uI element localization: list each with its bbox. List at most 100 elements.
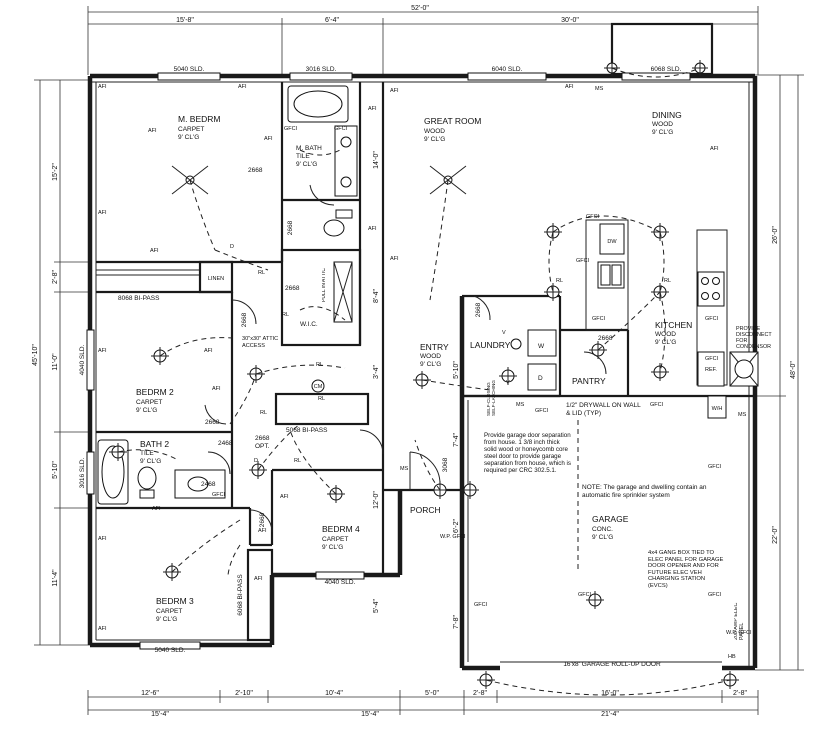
label-door-2668-pantry: 2668 (598, 335, 613, 342)
label-door-2668-d: 2668 (241, 312, 248, 327)
afi-marker: AFI (258, 528, 267, 534)
room-entry-ceiling: 9' CL'G (420, 361, 441, 368)
gfci-marker: GFCI (334, 126, 348, 132)
dim-mid-d: 12'-0" (373, 491, 380, 509)
gfci-marker: GFCI (705, 356, 719, 362)
afi-marker: AFI (98, 536, 107, 542)
dim-bottom-e: 2'-8" (473, 690, 487, 697)
afi-marker: AFI (280, 494, 289, 500)
gfci-marker: GFCI (586, 214, 600, 220)
dim-mid-f: 5'-10" (453, 361, 460, 379)
wiring (117, 67, 731, 696)
room-great-name: GREAT ROOM (424, 116, 481, 126)
dim-bottom2-a: 15'-4" (151, 711, 169, 718)
pull-attic-note: PULL IN ATTIC (322, 268, 327, 302)
dim-top-a: 15'-8" (176, 17, 194, 24)
room-labels: M. BEDRM CARPET 9' CL'G M. BATH TILE 9' … (136, 110, 692, 623)
wbv-marker-icon (510, 338, 522, 350)
afi-marker: AFI (368, 106, 377, 112)
label-w4040-bot: 4040 SLD. (325, 579, 356, 586)
room-wic-name: W.I.C. (300, 321, 318, 328)
afi-marker: AFI (254, 576, 263, 582)
interior-dimensions: 14'-0" 8'-4" 3'-4" 12'-0" 5'-4" 5'-10" 7… (373, 151, 460, 629)
ms-marker: MS (516, 402, 525, 408)
dw-label: DW (607, 239, 617, 245)
room-kitchen-name: KITCHEN (655, 320, 692, 330)
gfci-marker: GFCI (708, 464, 722, 470)
room-dining-name: DINING (652, 110, 682, 120)
room-porch-name: PORCH (410, 505, 441, 515)
label-door-2668-f: 2668 (259, 512, 266, 527)
label-w6040-top: 6040 SLD. (492, 66, 523, 73)
dim-mid-a: 14'-0" (373, 151, 380, 169)
room-bath2-ceiling: 9' CL'G (140, 458, 161, 465)
rl-marker: RL (664, 278, 671, 284)
door-swings (204, 184, 607, 533)
room-garage-ceiling: 9' CL'G (592, 534, 613, 541)
v-marker: V (506, 380, 510, 386)
afi-marker: AFI (565, 84, 574, 90)
room-bedrm4-name: BEDRM 4 (322, 524, 360, 534)
dim-mid-b: 8'-4" (373, 289, 380, 303)
ms-marker: MS (738, 412, 747, 418)
rl-marker: RL (294, 458, 301, 464)
dim-left-b: 2'-8" (52, 270, 59, 284)
gfci-marker: GFCI (578, 592, 592, 598)
gfci-marker: GFCI (650, 402, 664, 408)
label-6068-bipass: 6068 BI-PASS (237, 574, 244, 616)
attic-access-note: 30"x30" ATTIC ACCESS (242, 336, 279, 349)
interior-walls (96, 82, 755, 642)
room-bedrm4-finish: CARPET (322, 536, 348, 543)
dim-bottom-b: 2'-10" (235, 690, 253, 697)
label-door-2668-e: 2668 (205, 419, 220, 426)
ms-marker: MS (595, 86, 604, 92)
gfci-marker: GFCI (708, 592, 722, 598)
afi-marker: AFI (710, 146, 719, 152)
dim-right-total: 48'-0" (790, 361, 797, 379)
room-bedrm2-ceiling: 9' CL'G (136, 407, 157, 414)
dim-left-c: 11'-0" (52, 353, 59, 371)
hb-label: HB (728, 654, 736, 660)
room-garage-finish: CONC. (592, 526, 613, 533)
label-5068-bipass: 5068 BI-PASS (286, 427, 328, 434)
afi-marker: AFI (98, 84, 107, 90)
dim-right-b: 22'-0" (772, 526, 779, 544)
room-bedrm3-name: BEDRM 3 (156, 596, 194, 606)
gfci-marker: GFCI (592, 316, 606, 322)
room-bedrm2-finish: CARPET (136, 399, 162, 406)
label-door-2468-b: 2468 (201, 481, 216, 488)
room-dining-ceiling: 9' CL'G (652, 129, 673, 136)
label-w3016-top: 3016 SLD. (306, 66, 337, 73)
room-great-finish: WOOD (424, 128, 445, 135)
ms-marker: MS (400, 466, 409, 472)
room-dining-finish: WOOD (652, 121, 673, 128)
notes: 30"x30" ATTIC ACCESS PULL IN ATTIC 1/2" … (242, 268, 772, 668)
windows (86, 72, 691, 650)
label-door-2668-a: 2668 (248, 167, 263, 174)
room-bedrm4-ceiling: 9' CL'G (322, 544, 343, 551)
dim-bottom2-c: 21'-4" (601, 711, 619, 718)
gfci-marker: GFCI (535, 408, 549, 414)
gfci-marker: GFCI (705, 316, 719, 322)
provide-disconnect-note: PROVIDE DISCONNECT FOR CONDENSOR (736, 326, 772, 350)
dim-bottom2-b: 15'-4" (361, 711, 379, 718)
wp-gfci-label-b: W.P. GFCI (726, 630, 752, 636)
afi-marker: AFI (204, 348, 213, 354)
afi-marker: AFI (212, 386, 221, 392)
label-w6068-top: 6068 SLD. (651, 66, 682, 73)
label-door-2668-laundry: 2668 (475, 302, 482, 317)
gfci-marker: GFCI (474, 602, 488, 608)
rl-marker: RL (260, 410, 267, 416)
dim-left-d: 5'-10" (52, 461, 59, 479)
room-master-name: M. BEDRM (178, 114, 221, 124)
rl-marker: RL (318, 396, 325, 402)
rl-marker: RL (258, 270, 265, 276)
label-w5040-bot: 5040 SLD. (155, 647, 186, 654)
dim-right-a: 26'-0" (772, 226, 779, 244)
bottom-dimensions: 12'-6" 2'-10" 10'-4" 5'-0" 2'-8" 16'-0" … (87, 690, 759, 718)
room-pantry-name: PANTRY (572, 376, 606, 386)
dryer-label: D (538, 375, 543, 382)
room-great-ceiling: 9' CL'G (424, 136, 445, 143)
afi-marker: AFI (368, 226, 377, 232)
